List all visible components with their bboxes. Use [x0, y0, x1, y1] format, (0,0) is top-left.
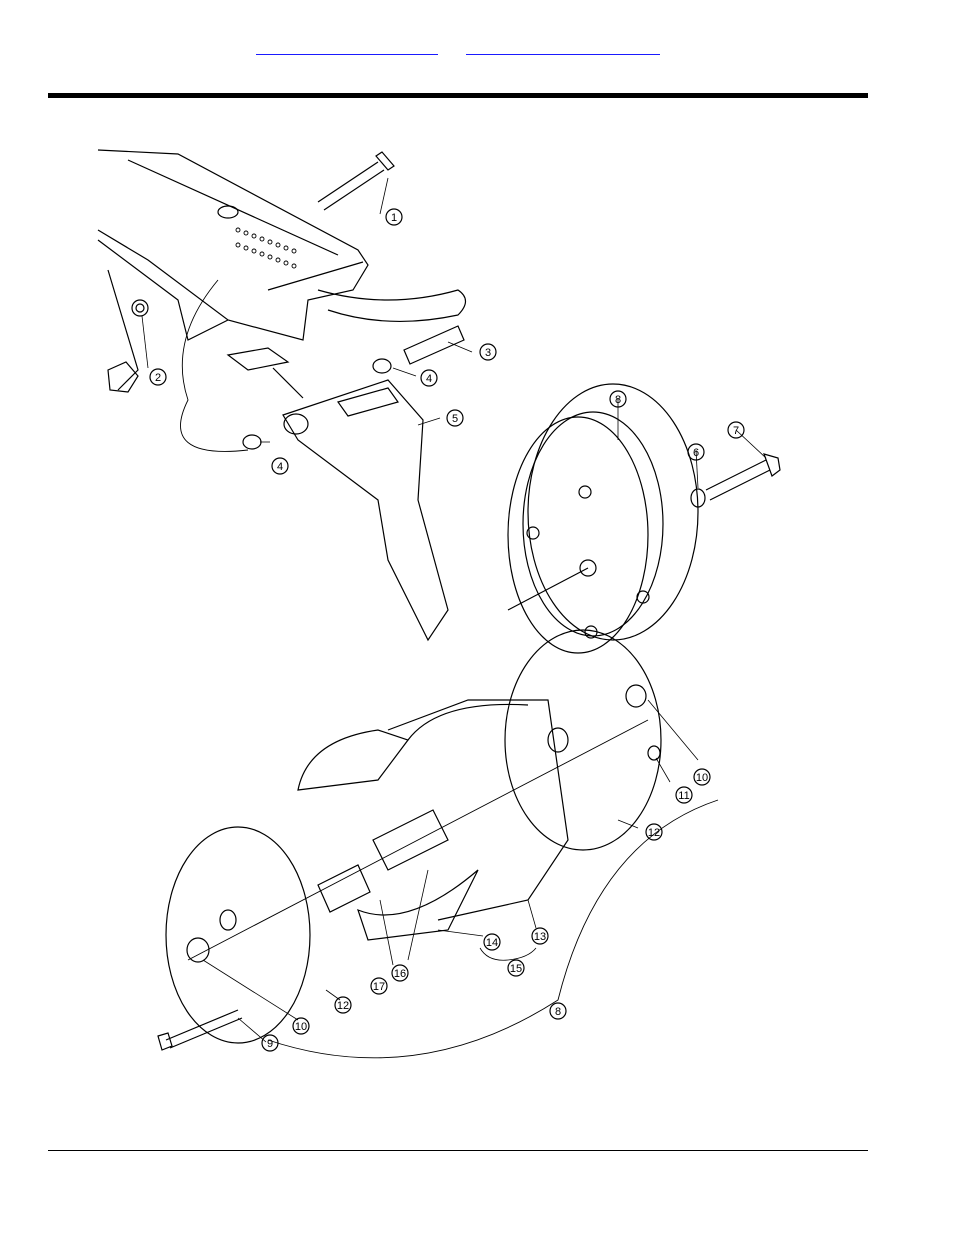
svg-text:9: 9 — [267, 1038, 273, 1050]
callout-2: 2 — [150, 369, 166, 385]
callout-6: 6 — [688, 444, 704, 460]
callout-10a: 10 — [694, 769, 710, 785]
callout-17: 17 — [371, 978, 387, 994]
leader-lines — [142, 178, 766, 1042]
gauge-arm-5 — [228, 348, 448, 640]
callout-16: 16 — [392, 965, 408, 981]
axle-tubes-16-17 — [318, 810, 448, 912]
footer-rule — [48, 1150, 868, 1151]
leader-curve-4 — [181, 280, 249, 451]
spokes-14 — [298, 730, 478, 940]
svg-text:2: 2 — [155, 372, 161, 384]
svg-text:3: 3 — [485, 347, 491, 359]
svg-text:7: 7 — [733, 425, 739, 437]
callout-1: 1 — [386, 209, 402, 225]
callout-10b: 10 — [293, 1018, 309, 1034]
callout-4b: 4 — [272, 458, 288, 474]
parts-exploded-drawing: 1 2 3 4 4 5 6 7 8 8 9 10 10 11 12 12 13 … — [88, 140, 808, 1085]
bolt-9 — [158, 1010, 242, 1050]
svg-text:4: 4 — [277, 461, 283, 473]
tire-13 — [388, 700, 568, 920]
svg-text:5: 5 — [452, 413, 458, 425]
callout-8b: 8 — [550, 1003, 566, 1019]
svg-text:13: 13 — [534, 931, 546, 943]
header-link-2[interactable] — [466, 40, 660, 55]
svg-text:4: 4 — [426, 373, 432, 385]
nut-2 — [132, 300, 148, 316]
svg-text:16: 16 — [394, 968, 406, 980]
bolt-7 — [706, 454, 780, 500]
callout-15: 15 — [480, 948, 536, 976]
svg-text:11: 11 — [678, 790, 689, 802]
svg-text:15: 15 — [510, 963, 522, 975]
svg-text:8: 8 — [615, 394, 621, 406]
svg-text:12: 12 — [648, 827, 660, 839]
wheel-hub-12-right — [505, 630, 661, 850]
frame-bracket — [98, 150, 466, 390]
svg-text:14: 14 — [486, 937, 498, 949]
svg-text:1: 1 — [391, 212, 397, 224]
callout-4a: 4 — [421, 370, 437, 386]
callout-11: 11 — [676, 787, 692, 803]
svg-text:8: 8 — [555, 1006, 561, 1018]
lock-nut — [108, 362, 138, 392]
header-rule — [48, 93, 868, 98]
callout-12a: 12 — [646, 824, 662, 840]
callout-8a: 8 — [610, 391, 626, 407]
nut-11 — [648, 746, 660, 760]
svg-text:10: 10 — [295, 1021, 307, 1033]
callout-7: 7 — [728, 422, 744, 438]
callout-14: 14 — [484, 934, 500, 950]
callout-12b: 12 — [335, 997, 351, 1013]
gauge-wheel-8 — [508, 384, 698, 653]
svg-text:10: 10 — [696, 772, 708, 784]
svg-text:6: 6 — [693, 447, 699, 459]
axle-centerline — [188, 720, 648, 960]
callout-3: 3 — [480, 344, 496, 360]
svg-text:12: 12 — [337, 1000, 349, 1012]
header-link-1[interactable] — [256, 40, 438, 55]
bearing-10-right — [626, 685, 646, 707]
callout-5: 5 — [447, 410, 463, 426]
callout-13: 13 — [532, 928, 548, 944]
callout-9: 9 — [262, 1035, 278, 1051]
svg-text:17: 17 — [373, 981, 385, 993]
